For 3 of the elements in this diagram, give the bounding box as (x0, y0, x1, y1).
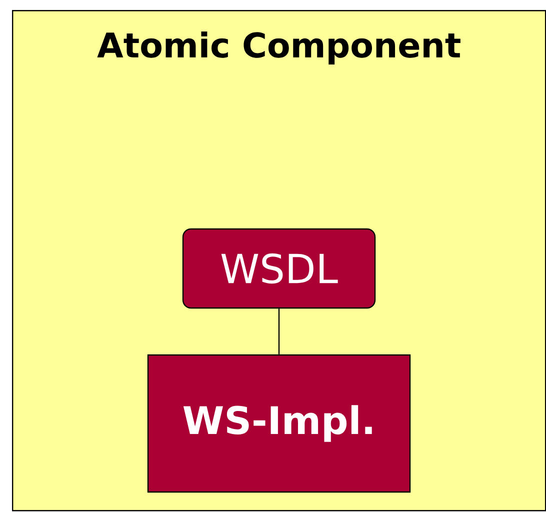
connector-line (278, 308, 280, 354)
process-box: WS-Impl. (147, 354, 411, 493)
rounded-box: WSDL (182, 228, 376, 309)
